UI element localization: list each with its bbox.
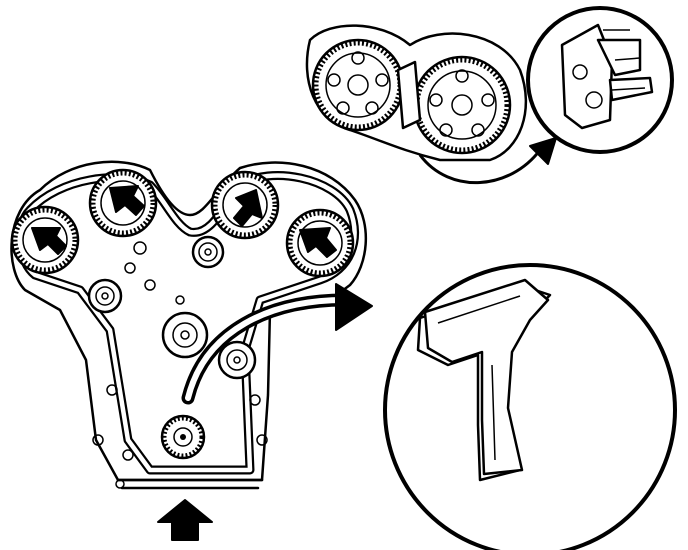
cam-direction-arrow-icon (299, 227, 337, 258)
digit-callout: 1 (383, 263, 677, 550)
tensioner-pulley (87, 278, 123, 314)
cam-direction-arrow-icon (109, 185, 145, 216)
water-pump (161, 311, 209, 359)
oil-pan-edge (116, 478, 264, 490)
cam-direction-arrow-icon (31, 227, 67, 255)
curved-pointer-arrow-icon (529, 137, 557, 165)
digit-one-face (423, 278, 550, 476)
tool-callout (526, 6, 674, 154)
engine-front-view (10, 160, 368, 541)
cover-bolts (92, 241, 268, 461)
curved-pointer-arrow-icon (181, 283, 373, 405)
cam-pair-detail (305, 24, 557, 185)
center-idler-pulley (191, 235, 225, 269)
cam-locking-tool (396, 60, 422, 130)
callout-digit-label: 1 (530, 539, 531, 541)
crankshaft-sprocket (160, 414, 206, 460)
cam-gear-left (311, 38, 405, 132)
lower-idler-pulley (217, 340, 257, 380)
cam-direction-arrow-icon (233, 189, 263, 227)
crank-direction-arrow-icon (157, 499, 213, 541)
cam-gear-right (412, 55, 512, 155)
timing-cover-outline (10, 160, 368, 482)
